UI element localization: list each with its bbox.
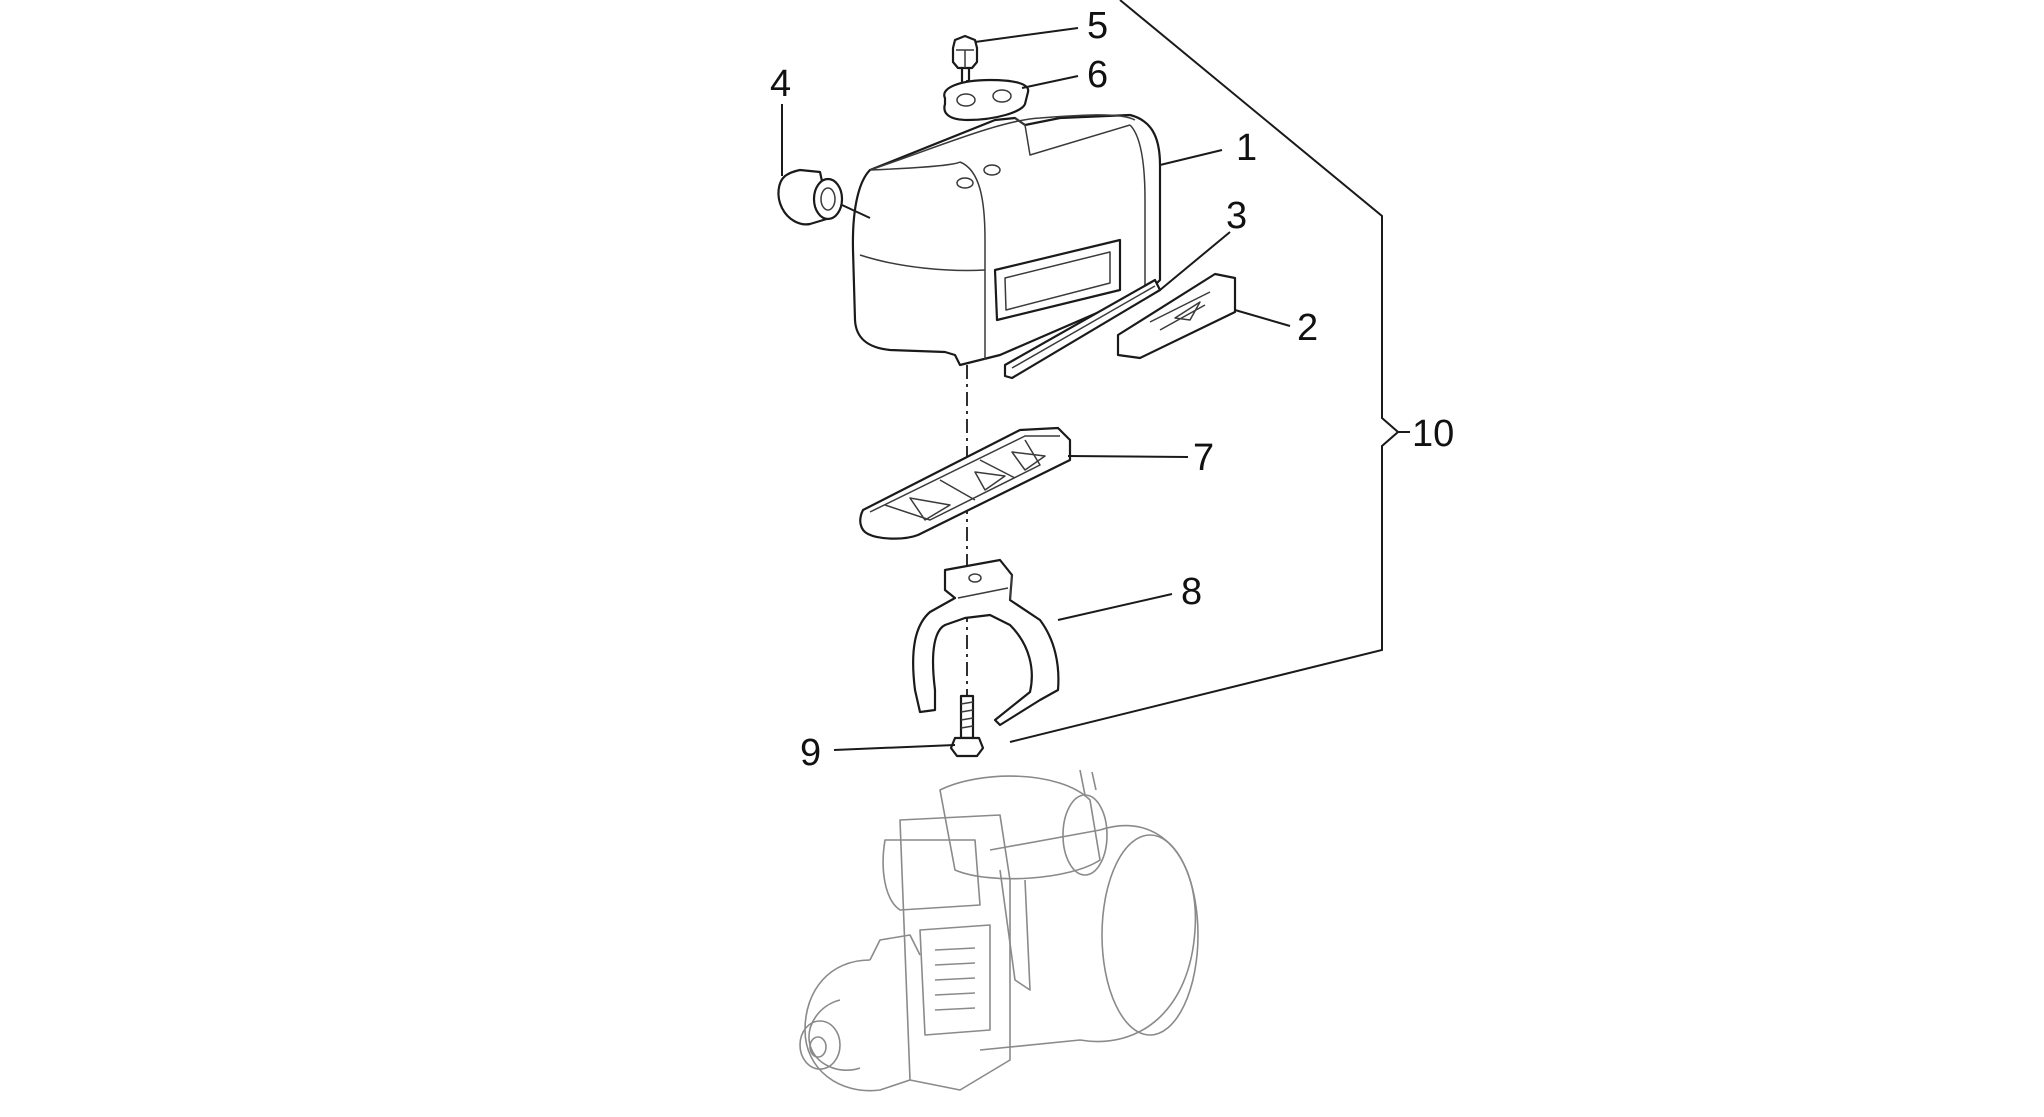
callout-3: 3 (1226, 195, 1247, 237)
part-8-clamp (912, 558, 1060, 727)
part-5-nut (951, 34, 979, 92)
part-7-mounting-pad (859, 426, 1072, 540)
group-bracket-10 (1009, 0, 1410, 743)
callout-10: 10 (1412, 413, 1454, 455)
callout-2: 2 (1297, 307, 1318, 349)
callout-5: 5 (1087, 5, 1108, 47)
callout-9: 9 (800, 732, 821, 774)
part-2-decal (1116, 272, 1237, 360)
part-1-cover (851, 113, 1162, 367)
callout-6: 6 (1087, 54, 1108, 96)
callout-4: 4 (770, 63, 791, 105)
callout-7: 7 (1193, 437, 1214, 479)
callout-1: 1 (1236, 127, 1257, 169)
part-9-bolt (949, 694, 985, 758)
part-4-boot (777, 168, 844, 226)
leader-lines (781, 27, 1291, 751)
callout-8: 8 (1181, 571, 1202, 613)
part-6-washer (943, 78, 1030, 122)
callout-labels: 1 2 3 4 5 6 7 8 9 10 (770, 5, 1454, 774)
part-3-seal (1003, 278, 1162, 380)
starter-motor (799, 769, 1199, 1092)
